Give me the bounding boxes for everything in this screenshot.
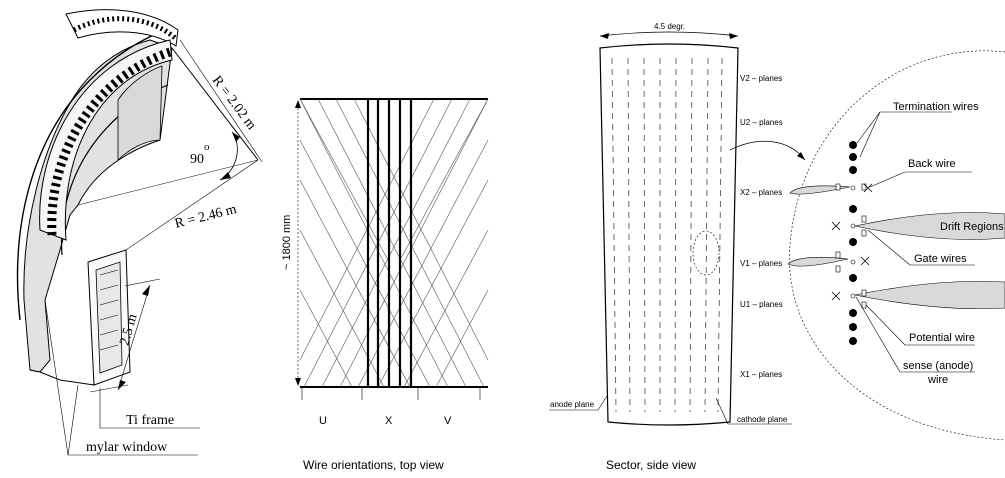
length-label: ~ 1800 mm: [281, 215, 293, 270]
column-u-label: U: [319, 415, 327, 427]
gate-wires-label: Gate wires: [914, 253, 967, 265]
sector-outline: [599, 31, 739, 426]
drift-region-2: [854, 212, 1005, 240]
column-x-label: X: [385, 415, 393, 427]
sense-wire-label-line2: wire: [927, 374, 948, 386]
plane-label-v1: V1 – planes: [740, 259, 782, 268]
termination-wires-label: Termination wires: [893, 101, 979, 113]
drift-region-4: [854, 280, 1005, 310]
radius-inner-label: R = 2.02 m: [209, 73, 259, 133]
chamber-drawing: [16, 9, 179, 386]
angle-value-label: 90: [190, 152, 204, 167]
plane-label-u1: U1 – planes: [740, 300, 783, 309]
angle-unit-label: o: [204, 141, 210, 153]
middle-caption: Wire orientations, top view: [303, 458, 444, 472]
ti-frame-label: Ti frame: [126, 413, 174, 428]
plane-label-u2: U2 – planes: [740, 118, 783, 127]
dimension-lines-left: [44, 39, 263, 456]
stereo-wires: [299, 98, 489, 388]
sense-wire-label-line1: sense (anode): [903, 360, 973, 372]
drift-region-3: [787, 257, 849, 267]
column-v-label: V: [444, 415, 452, 427]
potential-wire-label: Potential wire: [909, 332, 975, 344]
chamber-cells: [47, 47, 172, 236]
chamber-bottom-edge: [29, 369, 95, 386]
drift-regions-label: Drift Regions: [940, 221, 1004, 233]
chamber-outer-arc: [16, 29, 166, 321]
wire-orientation-diagram: [295, 98, 489, 400]
anode-plane-label: anode plane: [550, 400, 595, 409]
sector-angle-label: 4.5 degr.: [654, 22, 685, 31]
cathode-plane-label: cathode plane: [737, 415, 788, 424]
plane-label-x2: X2 – planes: [740, 188, 782, 197]
right-caption: Sector, side view: [606, 458, 696, 472]
mylar-window-label: mylar window: [86, 440, 168, 455]
chamber-end-cells: [99, 269, 119, 351]
x-wires: [366, 99, 413, 387]
chamber-tooth-ring: [72, 16, 177, 40]
chamber-inner-window: [117, 65, 163, 161]
zoom-ellipse: [789, 50, 1005, 441]
plane-label-v2: V2 – planes: [740, 74, 782, 83]
zoom-circle: [692, 230, 720, 276]
sector-wires: [611, 57, 723, 413]
back-wire-label: Back wire: [908, 158, 956, 170]
radius-outer-label: R = 2.46 m: [173, 202, 238, 232]
plane-label-x1: X1 – planes: [740, 370, 782, 379]
chamber-top-slab: [65, 9, 179, 47]
detail-zoom: [729, 50, 1005, 441]
drift-region-1: [789, 185, 851, 195]
